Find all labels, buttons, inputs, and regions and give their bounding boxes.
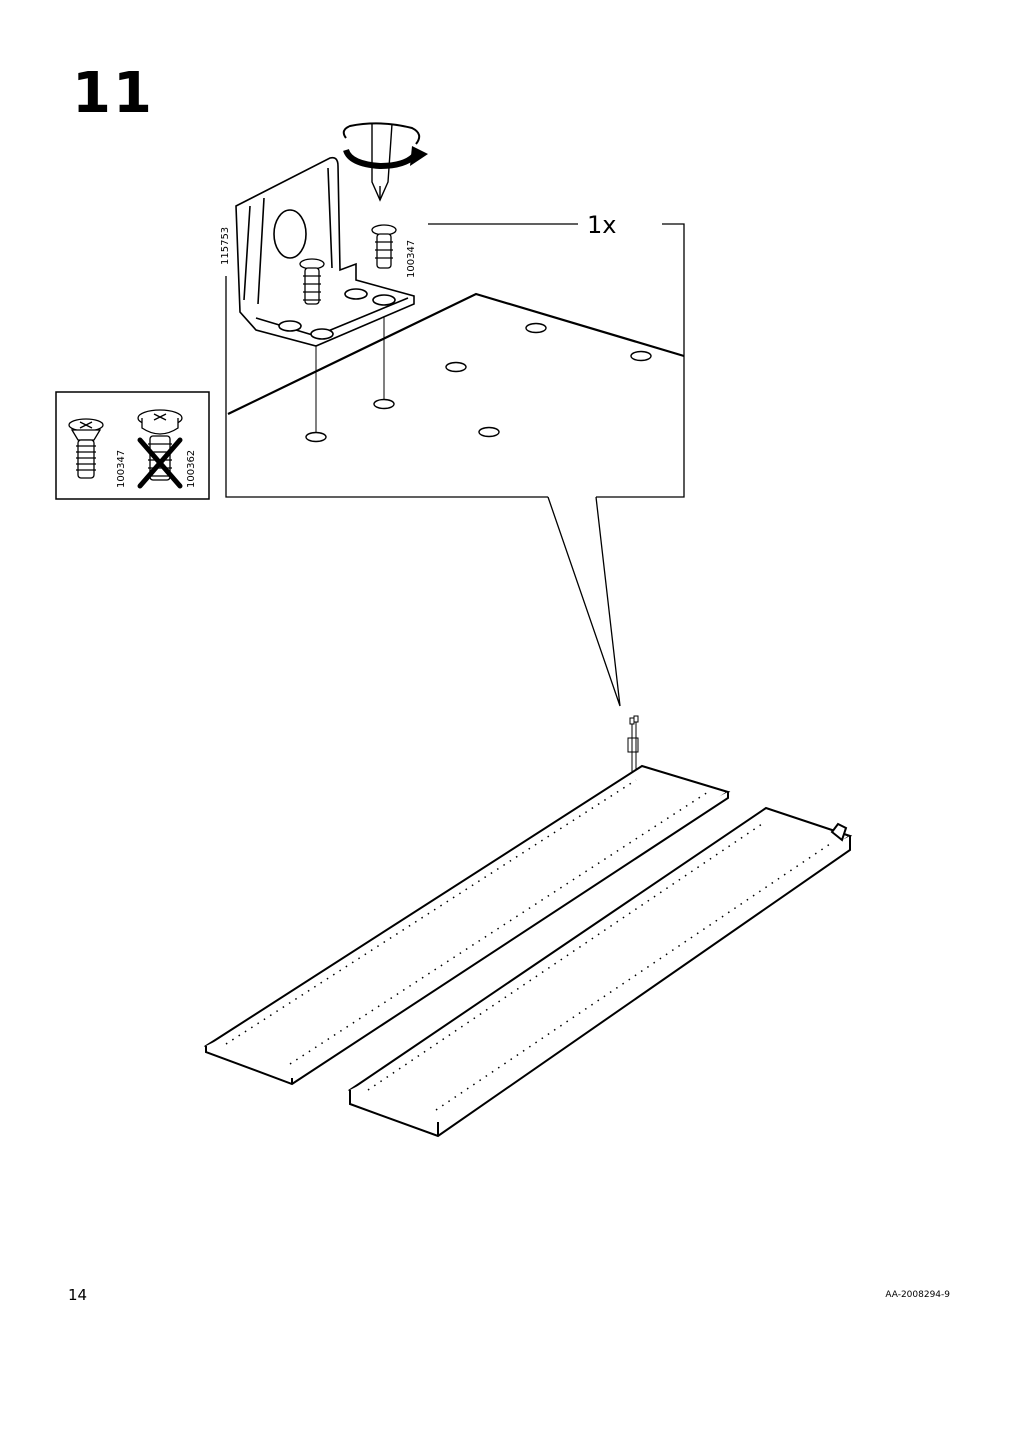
quantity-label: 1x <box>587 211 616 239</box>
small-bracket-icon <box>627 715 639 778</box>
shelf-board-right <box>347 806 853 1138</box>
correct-screw-icon <box>68 418 104 479</box>
wrong-screw-label: 100362 <box>186 450 197 488</box>
panel-surface <box>227 292 685 415</box>
correct-screw-label: 100347 <box>116 450 127 488</box>
detail-callout <box>225 223 685 707</box>
screw-icon <box>371 224 397 269</box>
angle-bracket-icon <box>235 156 415 347</box>
screw-icon <box>299 258 325 305</box>
cross-out-icon <box>137 437 183 489</box>
shelf-board-left-holes <box>225 779 709 1065</box>
page-number: 14 <box>68 1286 88 1304</box>
guide-lines <box>315 312 385 432</box>
document-code: AA-2008294-9 <box>885 1290 950 1300</box>
screw-part-label: 100347 <box>406 240 417 278</box>
rotation-arrow-icon <box>342 122 428 170</box>
step-number: 11 <box>72 61 154 126</box>
shelf-board-left <box>203 764 731 1086</box>
screw-legend-box: 100347 100362 <box>55 391 210 500</box>
bracket-part-label: 115753 <box>220 227 231 265</box>
screwdriver-icon <box>371 123 393 202</box>
panel-holes <box>305 322 652 443</box>
